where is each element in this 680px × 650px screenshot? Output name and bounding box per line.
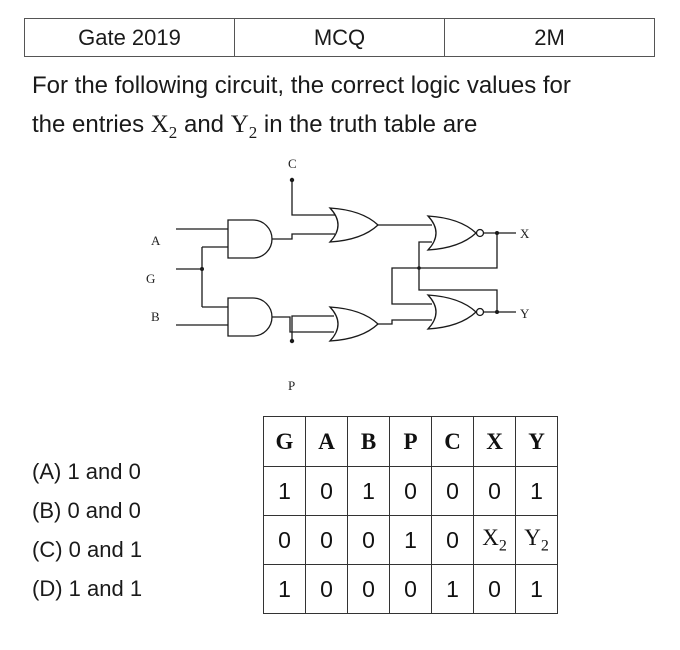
x-subscript: 2 [168,123,178,142]
label-p: P [288,378,295,393]
cell: 1 [389,515,432,565]
y2-letter: Y [524,524,541,550]
cell: 1 [347,466,390,516]
header-g: G [263,416,306,467]
or-gate-1 [328,207,379,243]
y2-symbol: Y2 [230,111,258,142]
nor-bubble-y [475,307,485,317]
question-type-cell: MCQ [234,18,445,57]
cell: 0 [305,466,348,516]
cell: 1 [515,564,558,614]
x-letter: X [150,111,169,138]
cell: 1 [263,466,306,516]
question-line-2: the entries X2 and Y2 in the truth table… [32,105,662,152]
question-text: For the following circuit, the correct l… [32,66,662,152]
table-row: 1 0 1 0 0 0 1 [263,466,558,516]
header-p: P [389,416,432,467]
junction-y [495,310,499,314]
label-g: G [146,271,155,286]
cell-x2: X2 [473,515,516,565]
answer-options: (A) 1 and 0 (B) 0 and 0 (C) 0 and 1 (D) … [32,452,142,608]
wire-p [291,315,334,340]
label-a: A [151,233,161,248]
wire-and1-to-or1 [272,233,335,240]
terminal-c [289,177,295,183]
header-a: A [305,416,348,467]
option-a[interactable]: (A) 1 and 0 [32,459,141,484]
cell: 0 [473,564,516,614]
header-x: X [473,416,516,467]
exam-name-cell: Gate 2019 [24,18,235,57]
label-c: C [288,156,297,171]
and-gate-2 [227,297,273,337]
y-subscript: 2 [248,123,258,142]
truth-table: G A B P C X Y 1 0 1 0 0 0 1 0 0 0 1 0 X2… [263,416,558,614]
cell: 0 [305,564,348,614]
x2-letter: X [482,524,499,550]
option-c[interactable]: (C) 0 and 1 [32,537,143,562]
label-b: B [151,309,160,324]
cell-y2: Y2 [515,515,558,565]
table-row: 0 0 0 1 0 X2 Y2 [263,515,558,565]
junction-g [200,267,204,271]
nor-bubble-x [475,228,485,238]
header-b: B [347,416,390,467]
wire-feedback-x-to-nor-y [391,233,498,305]
nor-gate-y [426,294,477,330]
y2-subscript: 2 [540,537,549,555]
cell: 0 [473,466,516,516]
question-line-2-prefix: the entries [32,111,151,138]
wire-c [291,180,335,216]
option-d[interactable]: (D) 1 and 1 [32,576,143,601]
header-c: C [431,416,474,467]
option-b[interactable]: (B) 0 and 0 [32,498,141,523]
x2-symbol: X2 [150,111,178,142]
cell: 0 [389,466,432,516]
header-y: Y [515,416,558,467]
marks-cell: 2M [444,18,655,57]
cell: 0 [347,515,390,565]
label-y: Y [520,306,530,321]
and-gate-1 [227,219,273,259]
table-row: 1 0 0 0 1 0 1 [263,564,558,614]
cell: 0 [431,515,474,565]
wire-or2-to-nor-y [378,319,432,325]
cell: 0 [431,466,474,516]
nor-gate-x [426,215,477,251]
wire-feedback-y-to-nor-x [418,241,498,312]
question-and-word: and [177,111,231,138]
x2-subscript: 2 [498,537,507,555]
cell: 0 [263,515,306,565]
y-letter: Y [230,111,249,138]
cell: 1 [515,466,558,516]
question-line-1: For the following circuit, the correct l… [32,72,571,99]
cell: 0 [347,564,390,614]
question-header-table: Gate 2019 MCQ 2M [24,18,655,57]
junction-cross [417,266,421,270]
question-line-2-suffix: in the truth table are [257,111,478,138]
junction-x [495,231,499,235]
cell: 1 [263,564,306,614]
or-gate-2 [328,306,379,342]
label-x: X [520,226,530,241]
cell: 1 [431,564,474,614]
truth-table-header-row: G A B P C X Y [263,416,558,467]
wire-and2-to-or2 [272,316,334,333]
cell: 0 [389,564,432,614]
cell: 0 [305,515,348,565]
terminal-p [289,338,295,344]
